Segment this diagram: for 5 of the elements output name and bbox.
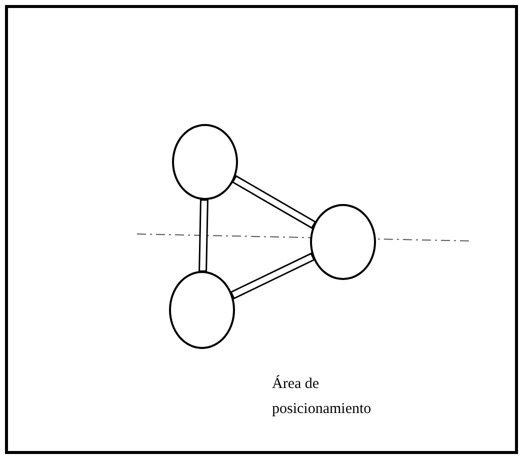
double-line-connector bbox=[198, 199, 208, 272]
double-line-connector bbox=[232, 175, 316, 229]
area-label: Área de posicionamiento bbox=[272, 374, 372, 419]
double-line-connector bbox=[230, 252, 316, 300]
area-frame bbox=[5, 5, 518, 454]
